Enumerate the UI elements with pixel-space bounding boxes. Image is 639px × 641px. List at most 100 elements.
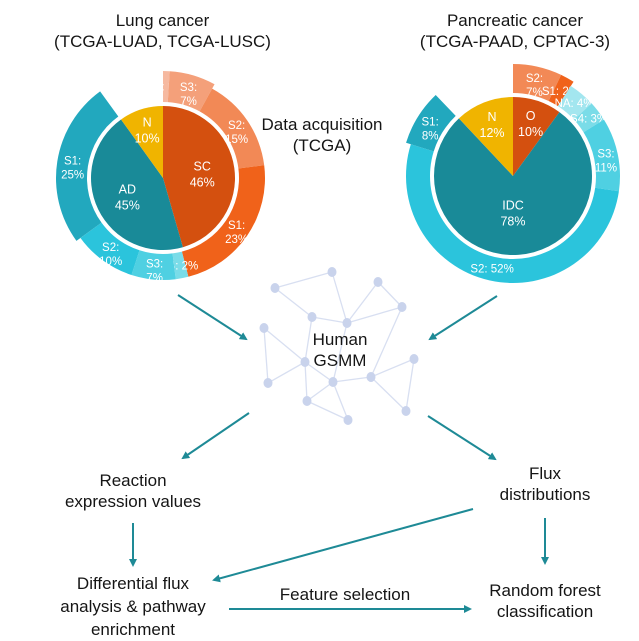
network-node bbox=[263, 378, 273, 388]
outer-segment-idc-s1 bbox=[406, 94, 456, 152]
network-edge bbox=[332, 376, 372, 383]
human-gsmm-line2: GSMM bbox=[313, 351, 367, 370]
diff-line3: enrichment bbox=[90, 620, 176, 639]
arrow-gsmm-to-flux bbox=[427, 415, 497, 461]
rf-line2: classification bbox=[496, 602, 594, 621]
outer-segment-label: S2:15% bbox=[225, 120, 248, 146]
data-acquisition-line1: Data acquisition bbox=[261, 115, 383, 134]
feature-selection-label: Feature selection bbox=[279, 585, 411, 604]
outer-segment-label: S4: 3% bbox=[570, 113, 607, 125]
outer-segment-o-s1 bbox=[548, 74, 574, 107]
lung-title-line2: (TCGA-LUAD, TCGA-LUSC) bbox=[54, 32, 271, 51]
lung-cancer-pie-chart: S4: 1%S3:7%S2:15%S1:23%S4: 2%S3:7%S2:10%… bbox=[56, 71, 266, 285]
outer-segment-sc-s2 bbox=[199, 88, 265, 169]
rf-line1: Random forest bbox=[489, 581, 601, 600]
differential-flux-label: Differential flux analysis & pathway enr… bbox=[43, 572, 223, 641]
network-edge bbox=[370, 358, 415, 378]
network-node bbox=[307, 312, 317, 322]
outer-segment-ad-s2 bbox=[80, 222, 140, 276]
diff-line2: analysis & pathway bbox=[60, 597, 206, 616]
network-edge bbox=[311, 316, 348, 324]
outer-segment-idc-s3 bbox=[583, 119, 620, 192]
outer-segment-sc-s1 bbox=[181, 165, 266, 277]
network-edge bbox=[377, 281, 403, 308]
network-edge bbox=[331, 271, 348, 324]
network-edge bbox=[263, 327, 306, 363]
outer-segment-label: S2:10% bbox=[99, 242, 122, 268]
network-edge bbox=[346, 306, 403, 324]
network-edge bbox=[405, 358, 415, 412]
network-edge bbox=[267, 361, 306, 384]
network-edge bbox=[332, 322, 348, 383]
outer-segment-label: NA: 4% bbox=[555, 98, 594, 110]
outer-segment-idc-s4 bbox=[573, 103, 604, 133]
outer-segment-label: S3:7% bbox=[180, 82, 197, 108]
network-node bbox=[302, 396, 312, 406]
network-node bbox=[327, 267, 337, 277]
reaction-line1: Reaction bbox=[99, 471, 167, 490]
inner-slice-idc bbox=[434, 112, 592, 256]
outer-segment-sc-s4 bbox=[163, 71, 170, 103]
pancreatic-title-line1: Pancreatic cancer bbox=[446, 11, 584, 30]
lung-title: Lung cancer (TCGA-LUAD, TCGA-LUSC) bbox=[20, 10, 305, 52]
human-gsmm-line1: Human bbox=[312, 330, 368, 349]
outer-segment-label: S1:25% bbox=[61, 156, 84, 182]
network-node bbox=[366, 372, 376, 382]
inner-slice-n bbox=[121, 106, 163, 178]
arrow-lung-to-gsmm bbox=[177, 294, 248, 341]
network-edge bbox=[304, 316, 313, 363]
reaction-expression-label: Reaction expression values bbox=[48, 470, 218, 512]
network-edge bbox=[306, 381, 334, 402]
arrow-flux-to-diff bbox=[212, 508, 474, 583]
outer-segment-label: S1:8% bbox=[422, 117, 439, 143]
pancreatic-title: Pancreatic cancer (TCGA-PAAD, CPTAC-3) bbox=[385, 10, 639, 52]
network-node bbox=[397, 302, 407, 312]
outer-segment-o-s2 bbox=[513, 64, 562, 102]
outer-segment-ad-s4 bbox=[172, 251, 189, 280]
pancreatic-title-line2: (TCGA-PAAD, CPTAC-3) bbox=[419, 32, 611, 51]
network-edge bbox=[304, 361, 334, 383]
inner-slice-o bbox=[513, 97, 560, 176]
lung-title-line1: Lung cancer bbox=[115, 11, 210, 30]
network-edge bbox=[346, 281, 379, 324]
outer-segment-ad-s3 bbox=[131, 250, 176, 281]
human-gsmm-label: Human GSMM bbox=[290, 329, 390, 371]
network-node bbox=[342, 318, 352, 328]
network-edge bbox=[274, 271, 333, 289]
pancreatic-cancer-pie-chart: S2:7%S1: 2%NA: 4%S4: 3%S3:11%S2: 52%S1:8… bbox=[405, 64, 620, 284]
outer-segment-sc-s3 bbox=[167, 71, 215, 112]
network-edge bbox=[263, 327, 269, 384]
flux-line2: distributions bbox=[499, 485, 591, 504]
arrow-pancreatic-to-gsmm bbox=[428, 295, 498, 341]
network-edge bbox=[370, 376, 407, 412]
network-node bbox=[328, 377, 338, 387]
diff-line1: Differential flux bbox=[76, 574, 190, 593]
outer-segment-label: S2:7% bbox=[526, 73, 543, 99]
arrow-gsmm-to-reaction bbox=[181, 412, 250, 460]
outer-segment-idc-na bbox=[557, 85, 592, 120]
network-node bbox=[409, 354, 419, 364]
network-node bbox=[343, 415, 353, 425]
network-edge bbox=[370, 306, 403, 378]
inner-slice-n bbox=[458, 97, 513, 176]
network-node bbox=[373, 277, 383, 287]
outer-segment-idc-s2 bbox=[405, 144, 619, 284]
outer-segment-label: S3:11% bbox=[595, 149, 617, 175]
network-edge bbox=[274, 287, 313, 318]
data-acquisition-label: Data acquisition (TCGA) bbox=[252, 114, 392, 156]
gsmm-network-graphic bbox=[259, 267, 419, 425]
network-edge bbox=[332, 381, 349, 421]
outer-segment-label: S2: 52% bbox=[470, 264, 513, 276]
network-edge bbox=[306, 400, 349, 421]
network-node bbox=[300, 357, 310, 367]
inner-slice-ad bbox=[90, 119, 183, 251]
inner-slice-sc bbox=[163, 106, 236, 248]
reaction-line2: expression values bbox=[64, 492, 202, 511]
network-node bbox=[259, 323, 269, 333]
